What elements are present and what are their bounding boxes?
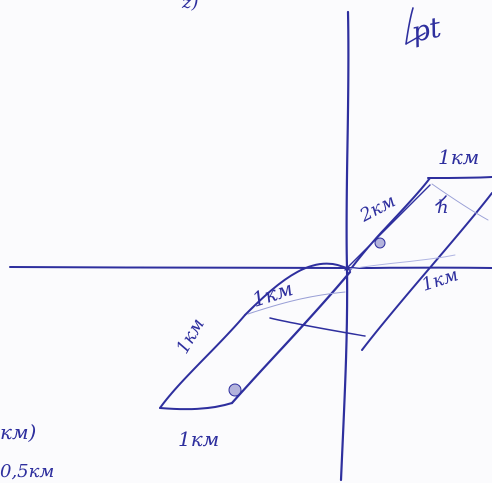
- parallelogram-top-side: [427, 176, 492, 179]
- bottom-distance-label: 1км: [178, 427, 219, 451]
- bottom-left-fragment-label-2: 0,5км: [0, 461, 54, 482]
- parallelogram-inner-line: [269, 317, 366, 337]
- parallelogram-bottom-side: [159, 402, 233, 411]
- vertical-axis: [339, 10, 350, 482]
- faint-guide-top: [431, 183, 489, 221]
- right-distance-label: 1км: [419, 264, 461, 295]
- left-distance-label: 1км: [172, 315, 209, 358]
- parallelogram-left-side: [159, 314, 246, 409]
- height-tick: [435, 195, 447, 206]
- horizontal-axis: [9, 266, 492, 269]
- small-h-label: h: [437, 197, 449, 218]
- parallelogram-long-diagonal-lower: [230, 270, 352, 405]
- top-right-distance-label: 1км: [438, 145, 479, 169]
- parallelogram-right-side: [361, 192, 492, 351]
- top-right-arrow-curl: [405, 32, 426, 45]
- top-left-fragment-label: z): [181, 0, 199, 13]
- bottom-left-fragment-label-1: км): [0, 420, 36, 444]
- faint-guide-left: [247, 291, 346, 315]
- parallelogram-long-diagonal-upper: [244, 177, 431, 316]
- point-marker-lower: [228, 383, 242, 397]
- center-distance-label: 1км: [249, 276, 296, 312]
- parallelogram-upper-inner-line: [344, 184, 431, 271]
- point-marker-upper: [374, 237, 386, 249]
- faint-guide-right: [349, 254, 456, 270]
- top-right-label: pt: [409, 10, 445, 49]
- top-right-arrow: [405, 7, 414, 45]
